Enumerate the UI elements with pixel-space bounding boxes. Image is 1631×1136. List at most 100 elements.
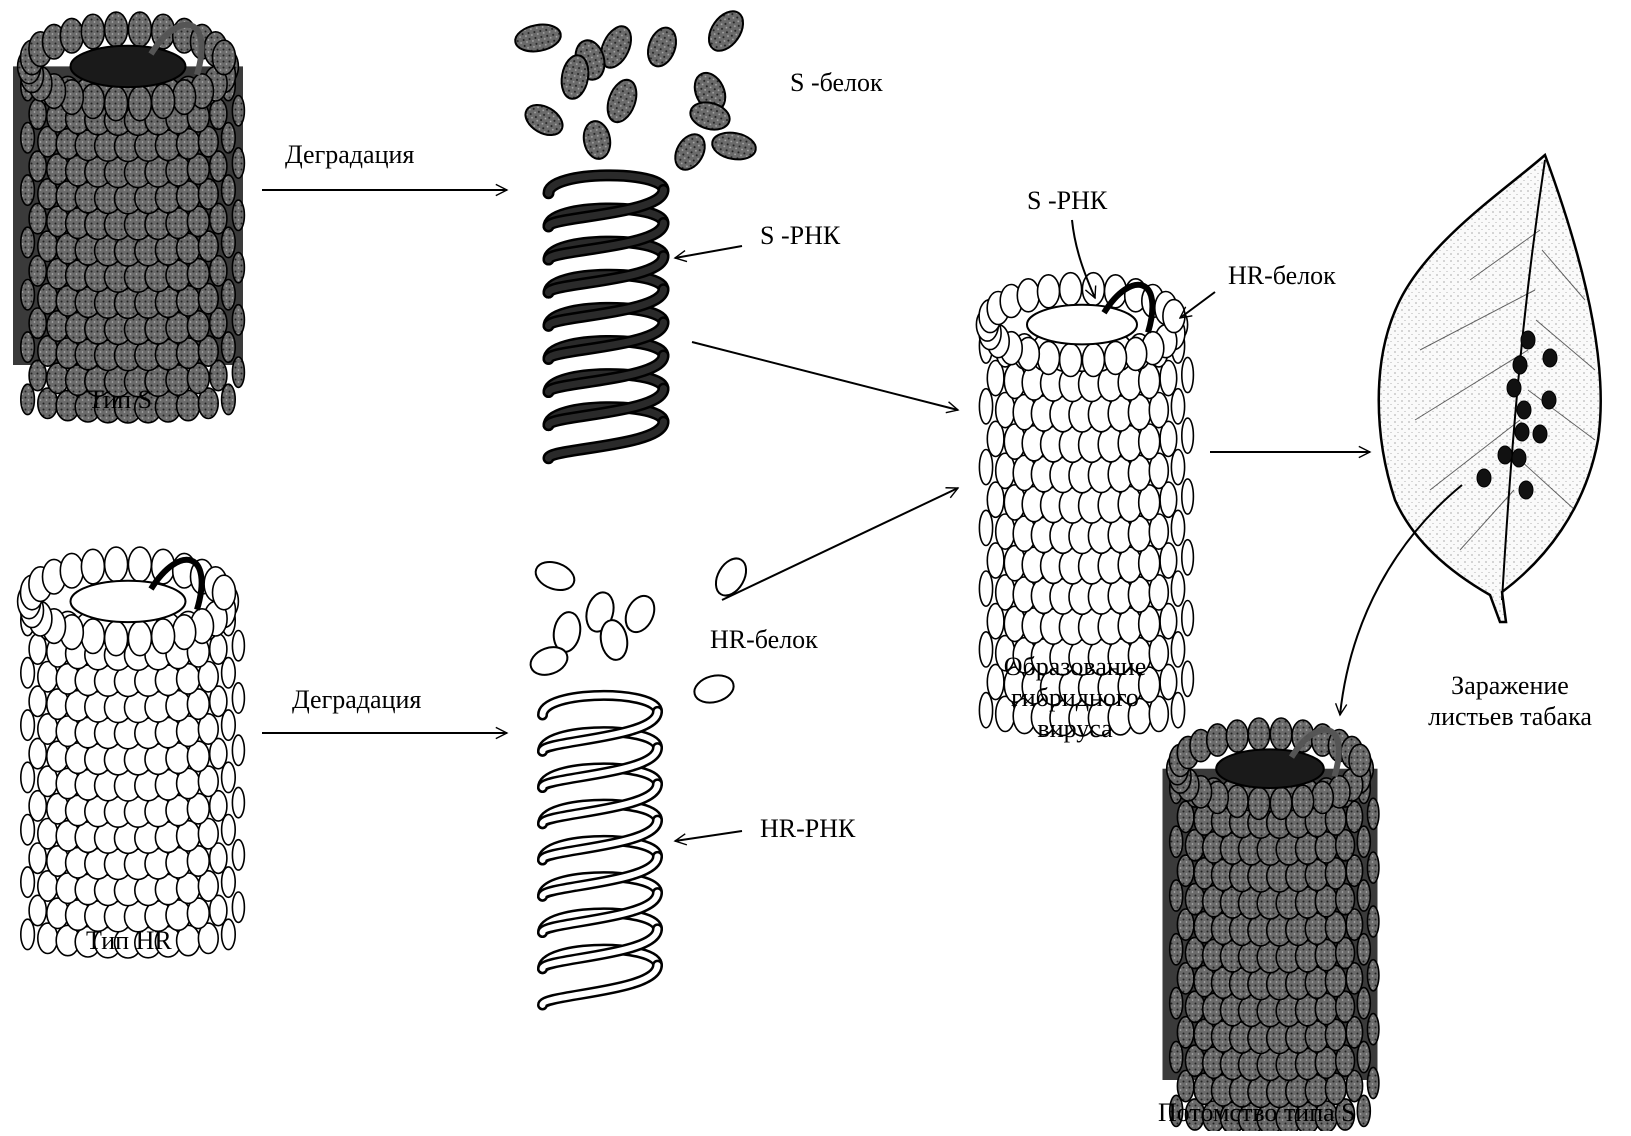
capsomere <box>1366 1066 1380 1100</box>
rna-coil-end <box>1288 726 1342 778</box>
capsomere <box>1205 723 1230 757</box>
label-hr-protein-hybrid: HR-белок <box>1228 261 1336 290</box>
capsomere <box>1159 542 1178 579</box>
capsomere <box>1036 273 1061 309</box>
capsomere <box>171 613 197 651</box>
capsomere <box>211 574 237 611</box>
capsomere <box>1180 599 1195 637</box>
capsomere <box>1180 660 1195 698</box>
capsomere <box>103 11 129 48</box>
capsomere <box>19 866 36 899</box>
capsomere <box>220 174 236 207</box>
capsomere <box>208 150 228 183</box>
capsomere <box>1334 828 1356 862</box>
label-leaf-infection: Заражение листьев табака <box>1428 671 1592 732</box>
infection-spot <box>1506 378 1522 398</box>
capsomere <box>208 685 228 718</box>
capsomere <box>1345 962 1364 995</box>
virus-type-s-illustration <box>13 11 246 424</box>
capsomere <box>1170 691 1186 729</box>
capsomere <box>1356 1094 1372 1128</box>
capsomere <box>1366 1012 1380 1046</box>
capsomere <box>1269 786 1293 821</box>
virus-core-opening <box>69 579 187 624</box>
capsomere <box>1159 663 1178 701</box>
capsomere <box>19 121 36 154</box>
capsomere <box>220 813 236 846</box>
capsomere <box>1103 340 1128 376</box>
offspring-virus-illustration <box>1162 717 1380 1136</box>
hr-rna-helix <box>537 689 663 1011</box>
infection-spot <box>1511 448 1527 468</box>
capsomere <box>19 656 36 689</box>
capsomere <box>208 842 228 875</box>
capsomere <box>1366 958 1380 992</box>
capsomere <box>1170 509 1186 547</box>
capsomere <box>1310 780 1335 815</box>
arrow-s-rna-hybrid-pointer <box>1071 219 1095 298</box>
capsomere <box>231 734 246 767</box>
infection-spot <box>1476 468 1492 488</box>
capsomere <box>231 94 246 127</box>
label-hybrid-formation: Образование гибридного вируса <box>1003 652 1147 744</box>
capsomere <box>1356 986 1372 1020</box>
capsomere <box>127 11 153 48</box>
capsomere <box>220 761 236 794</box>
rna-coil-end <box>148 556 205 611</box>
capsomere <box>1168 1094 1184 1128</box>
capsomere <box>1356 1040 1372 1074</box>
capsomere <box>80 548 106 585</box>
capsomere <box>231 891 246 924</box>
capsomere <box>1334 1098 1356 1131</box>
protein-subunit <box>711 131 757 161</box>
capsomere <box>197 230 220 263</box>
protein-subunit <box>534 560 576 592</box>
capsomere <box>197 869 220 902</box>
capsomere <box>19 918 36 951</box>
capsomere <box>1159 481 1178 519</box>
arrow-hr-protein-to-hybrid <box>721 488 958 601</box>
virus-core-opening <box>1026 303 1138 346</box>
capsomere <box>1081 342 1106 378</box>
capsomere <box>231 838 246 871</box>
infection-spot <box>1520 330 1536 350</box>
s-rna-helix <box>542 169 670 465</box>
capsomere <box>231 147 246 180</box>
capsomere <box>1168 986 1184 1020</box>
protein-subunit <box>514 23 562 53</box>
capsomere <box>208 359 228 392</box>
capsomere <box>978 631 994 668</box>
capsomere <box>197 387 220 420</box>
capsomere <box>197 334 220 367</box>
capsomere <box>220 709 236 742</box>
capsomere <box>1345 1069 1364 1103</box>
infection-spot <box>1512 355 1528 375</box>
capsomere <box>1168 879 1184 912</box>
capsomere <box>1334 882 1356 916</box>
capsomere <box>1247 786 1271 821</box>
capsomere <box>1170 631 1186 668</box>
capsomere <box>208 894 228 927</box>
capsomere <box>220 331 236 364</box>
capsomere <box>1225 784 1249 819</box>
capsomere <box>978 570 994 608</box>
capsomere <box>1148 574 1170 611</box>
capsomere <box>197 125 220 158</box>
capsomere <box>1345 908 1364 942</box>
capsomere <box>1348 743 1372 778</box>
capsomere <box>1168 1040 1184 1074</box>
label-s-protein: S -белок <box>790 68 883 97</box>
label-offspring-type-s: Потомство типа S <box>1158 1098 1356 1127</box>
capsomere <box>1170 387 1186 425</box>
capsomere <box>1269 717 1293 752</box>
capsomere <box>1148 634 1170 672</box>
label-s-rna: S -РНК <box>760 221 841 250</box>
label-s-rna-hybrid: S -РНК <box>1027 186 1108 215</box>
arrow-hr-protein-hybrid-pointer <box>1180 291 1216 318</box>
capsomere <box>80 83 106 120</box>
capsomere <box>1170 570 1186 608</box>
protein-subunit <box>674 133 706 171</box>
capsomere <box>1168 932 1184 966</box>
capsomere <box>197 817 220 850</box>
